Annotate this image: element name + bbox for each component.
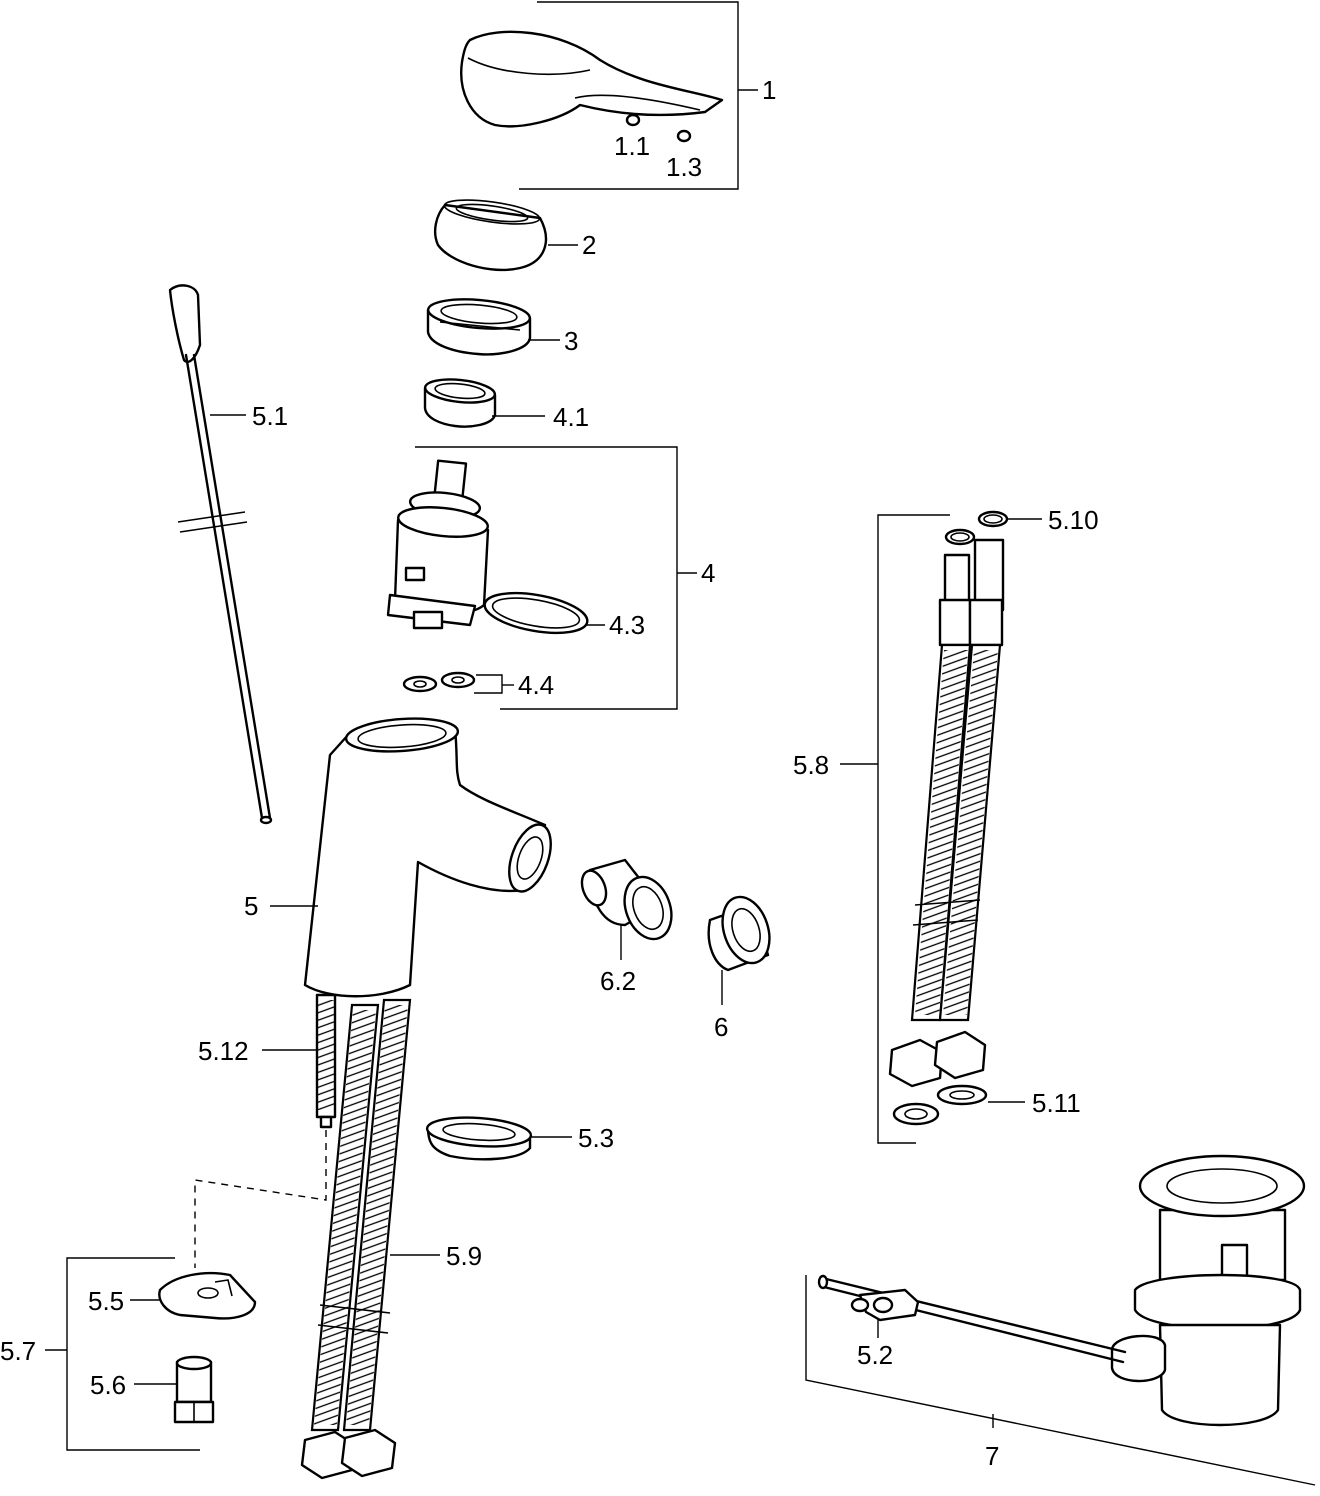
bracket-part-4 bbox=[415, 446, 678, 710]
nut-part bbox=[173, 1355, 215, 1424]
aerator-part bbox=[707, 895, 771, 972]
faucet-body-part bbox=[303, 717, 552, 998]
flexible-hoses-part bbox=[300, 998, 412, 1480]
label-4-4: 4.4 bbox=[518, 670, 554, 700]
label-4-3: 4.3 bbox=[609, 610, 645, 640]
label-1: 1 bbox=[762, 75, 776, 105]
dashed-connector bbox=[194, 1130, 327, 1268]
gasket-part bbox=[425, 1116, 533, 1161]
label-5-10: 5.10 bbox=[1048, 505, 1099, 535]
bracket-part-7 bbox=[805, 1275, 1316, 1486]
label-5-7: 5.7 bbox=[0, 1336, 36, 1366]
label-5: 5 bbox=[244, 891, 258, 921]
threaded-stud-part bbox=[315, 993, 337, 1129]
label-1-3: 1.3 bbox=[666, 152, 702, 182]
bracket-part-5-7 bbox=[66, 1257, 200, 1451]
label-4-1: 4.1 bbox=[553, 402, 589, 432]
label-4: 4 bbox=[701, 558, 715, 588]
aerator-housing-part bbox=[580, 858, 673, 941]
label-3: 3 bbox=[564, 326, 578, 356]
pop-up-rod-part bbox=[168, 284, 273, 825]
label-5-9: 5.9 bbox=[446, 1241, 482, 1271]
label-5-12: 5.12 bbox=[198, 1036, 249, 1066]
label-5-3: 5.3 bbox=[578, 1123, 614, 1153]
cartridge-part bbox=[386, 459, 490, 630]
cap-part bbox=[434, 199, 548, 272]
label-5-11: 5.11 bbox=[1032, 1088, 1081, 1118]
bracket-part-1 bbox=[519, 1, 739, 190]
label-6: 6 bbox=[714, 1012, 728, 1042]
fixing-plate-part bbox=[158, 1271, 257, 1320]
label-1-1: 1.1 bbox=[614, 131, 650, 161]
label-5-6: 5.6 bbox=[90, 1370, 126, 1400]
label-5-5: 5.5 bbox=[88, 1286, 124, 1316]
waste-valve-part bbox=[817, 1154, 1306, 1427]
washers-part bbox=[402, 671, 476, 693]
label-2: 2 bbox=[582, 230, 596, 260]
label-6-2: 6.2 bbox=[600, 966, 636, 996]
retaining-nut-part bbox=[426, 298, 532, 356]
o-ring-part bbox=[483, 591, 589, 635]
label-5-2: 5.2 bbox=[857, 1340, 893, 1370]
bracket-part-4-4 bbox=[474, 674, 503, 694]
connection-hoses-part bbox=[888, 510, 1009, 1088]
label-5-1: 5.1 bbox=[252, 401, 288, 431]
label-5-8: 5.8 bbox=[793, 750, 829, 780]
o-ring-inner bbox=[491, 597, 581, 629]
sleeve-part bbox=[423, 378, 497, 428]
lever-handle-part bbox=[460, 30, 724, 143]
flat-washers-part bbox=[892, 1084, 988, 1126]
bracket-part-5-8 bbox=[877, 514, 950, 1144]
label-7: 7 bbox=[985, 1441, 999, 1471]
